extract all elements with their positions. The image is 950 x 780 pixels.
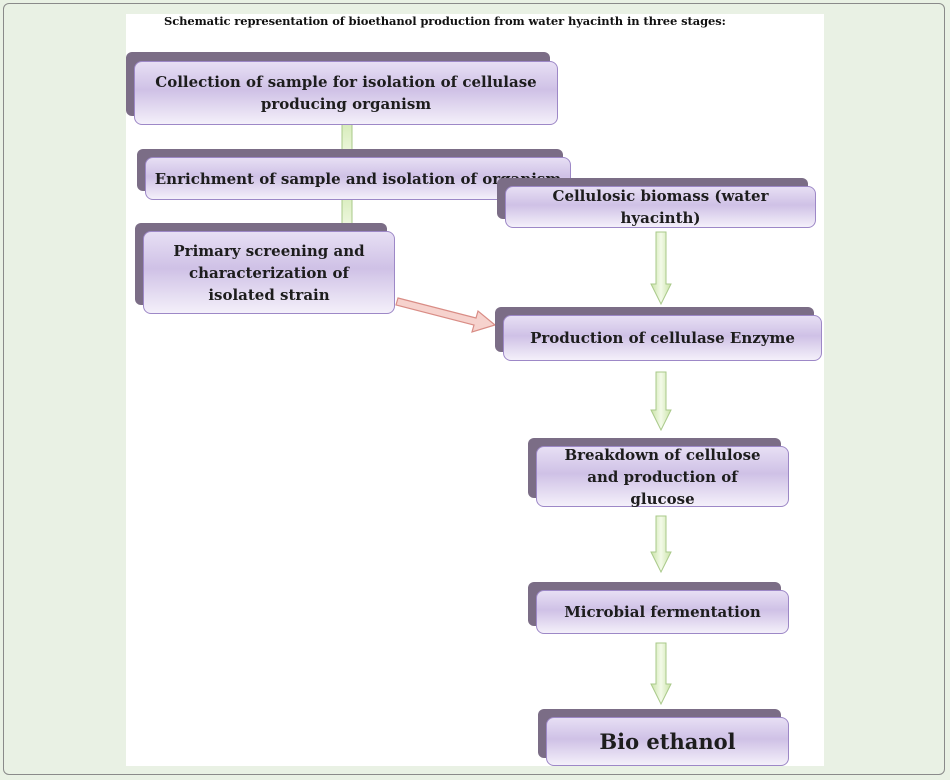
arrow-biomass-to-production xyxy=(650,231,672,306)
production-node: Production of cellulase Enzyme xyxy=(503,315,822,361)
biomass-node-label: Cellulosic biomass (water hyacinth) xyxy=(552,187,769,227)
arrow-production-to-breakdown xyxy=(650,371,672,432)
diagram-canvas xyxy=(126,14,824,766)
enrichment-node-label: Enrichment of sample and isolation of or… xyxy=(154,169,562,188)
arrow-breakdown-to-fermentation xyxy=(650,515,672,574)
production-node-label: Production of cellulase Enzyme xyxy=(530,329,795,347)
fermentation-node-label: Microbial fermentation xyxy=(564,603,761,621)
screening-to-production-arrow xyxy=(395,297,497,333)
breakdown-node-label: Breakdown of cellulose and production of… xyxy=(564,445,761,508)
screening-node: Primary screening and characterization o… xyxy=(143,231,395,314)
bioethanol-node-label: Bio ethanol xyxy=(599,728,736,754)
bioethanol-node: Bio ethanol xyxy=(546,717,789,766)
biomass-node: Cellulosic biomass (water hyacinth) xyxy=(505,186,816,228)
collection-node: Collection of sample for isolation of ce… xyxy=(134,61,558,125)
fermentation-node: Microbial fermentation xyxy=(536,590,789,634)
breakdown-node: Breakdown of cellulose and production of… xyxy=(536,445,789,508)
arrow-fermentation-to-bioethanol xyxy=(650,642,672,706)
diagram-title: Schematic representation of bioethanol p… xyxy=(164,14,726,28)
screening-node-label: Primary screening and characterization o… xyxy=(173,241,365,304)
collection-node-label: Collection of sample for isolation of ce… xyxy=(155,73,537,113)
